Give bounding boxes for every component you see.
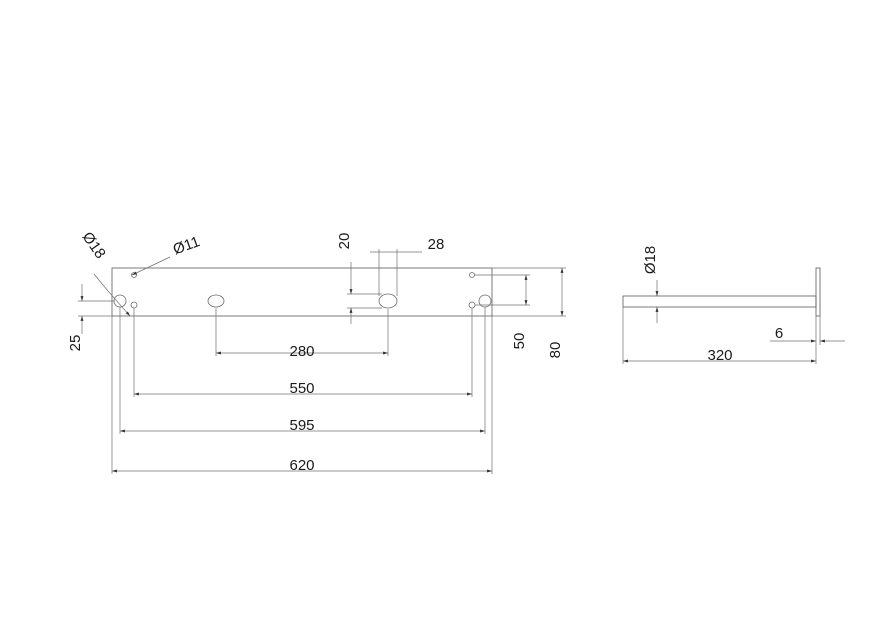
side-view: Ø18 320 6	[622, 246, 845, 364]
dim-overall-length: 620	[111, 316, 493, 474]
center-right-slot	[378, 293, 398, 309]
label-diameter-18: Ø18	[79, 229, 109, 262]
label-diameter-11: Ø11	[171, 233, 202, 258]
center-left-hole	[207, 294, 225, 308]
outer-left-hole	[113, 294, 127, 308]
dim-center-hole-spacing: 280	[215, 308, 389, 360]
dim-slot-width: 28	[370, 236, 444, 296]
label-20: 20	[336, 233, 353, 250]
dim-plate-thickness: 6	[770, 316, 845, 345]
dim-inner-hole-height: 50	[475, 274, 530, 350]
label-280: 280	[289, 343, 314, 360]
label-595: 595	[289, 417, 314, 434]
dim-rod-length: 320	[622, 307, 817, 364]
inner-left-hole	[130, 301, 138, 309]
label-620: 620	[289, 457, 314, 474]
label-rod-diameter-18: Ø18	[642, 246, 659, 274]
dim-outer-hole-offset: 25	[67, 284, 114, 351]
label-80: 80	[547, 342, 564, 359]
label-50: 50	[511, 333, 528, 350]
dim-overall-height: 80	[492, 267, 566, 359]
side-plate	[815, 267, 821, 317]
dim-rod-diameter: Ø18	[642, 246, 659, 323]
small-top-right-hole	[469, 272, 475, 278]
front-view: 280 550 595 620 80	[67, 229, 566, 474]
leader-small-hole-diameter: Ø11	[131, 233, 202, 276]
label-6: 6	[775, 325, 783, 342]
inner-right-hole	[468, 301, 476, 309]
label-550: 550	[289, 380, 314, 397]
front-plate-outline	[111, 267, 493, 317]
dim-inner-hole-spacing: 550	[133, 308, 473, 397]
side-rod	[622, 295, 817, 308]
label-25: 25	[67, 335, 84, 352]
label-28: 28	[428, 236, 445, 253]
dim-outer-hole-spacing: 595	[119, 307, 486, 434]
label-320: 320	[707, 347, 732, 364]
dim-slot-height: 20	[336, 233, 382, 324]
